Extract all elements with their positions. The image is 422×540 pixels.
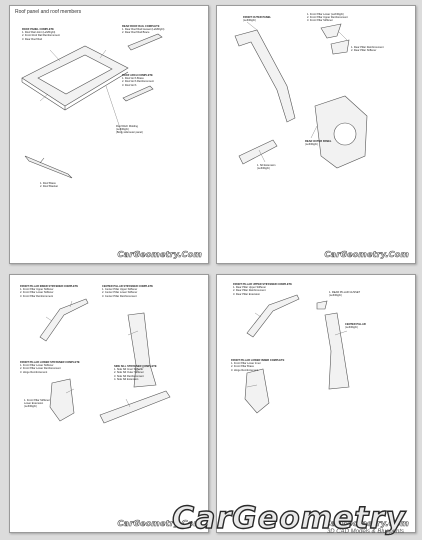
brand-logo: CarGeometry 3D CAD Models & Blueprints: [171, 499, 418, 537]
pillar-inner-drawing: [244, 294, 350, 414]
brand-name: CarGeometry: [171, 500, 406, 536]
page-watermark: CarGeometry.Com: [324, 250, 409, 260]
callout-stiffener-extension: 1. Front Pillar Stiffener Lower Extensio…: [24, 399, 50, 409]
callout-front-pillar: 1. Front Pillar Lower (Left/Right) 2. Fr…: [307, 13, 348, 23]
page-watermark: CarGeometry.Com: [324, 519, 409, 529]
page-header: Roof panel and roof members: [15, 9, 82, 15]
callout-rear-pillar-gusset: 1. REAR PILLAR GUSSET (Left/Right): [329, 291, 361, 298]
document-page-1: Roof panel and roof members ROOF PANEL C…: [9, 5, 209, 264]
callout-rear-outer-panel: REAR OUTER PANEL(Left/Right): [305, 140, 332, 147]
pillar-stiffener-drawing: [39, 298, 171, 424]
roof-panel-drawing: [21, 33, 163, 179]
page-watermark: CarGeometry.Com: [117, 519, 202, 529]
callout-roof-brace: 1. Roof Brace 2. Roof Bracket: [40, 182, 58, 189]
page-watermark: CarGeometry.Com: [117, 250, 202, 260]
brand-subtitle: 3D CAD Models & Blueprints: [326, 529, 404, 535]
body-side-drawing: [234, 21, 368, 169]
document-page-2: FRONT OUTER PANEL(Left/Right) 1. Front P…: [216, 5, 416, 264]
callout-roof-ditch: Roof Ditch Molding (Left/Right) (Body si…: [116, 125, 143, 135]
callout-front-outer-panel: FRONT OUTER PANEL(Left/Right): [243, 16, 272, 23]
callout-sill-extension: 1. Sill Extension (Left/Right): [257, 164, 276, 171]
callout-rear-pillar: 1. Rear Pillar Reinforcement 2. Rear Pil…: [351, 46, 384, 53]
callout-center-pillar: CENTER PILLAR(Left/Right): [345, 323, 366, 330]
